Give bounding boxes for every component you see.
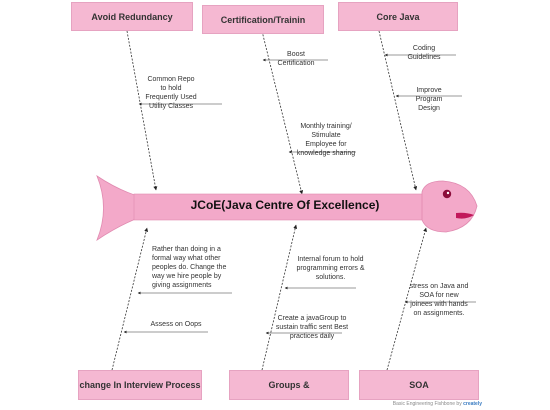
cause-boost-certification: Boost Certification (277, 51, 315, 67)
fish-spine (133, 193, 431, 221)
cause-monthly-training: Monthly training/ Stimulate Employee for… (296, 123, 356, 157)
bone-avoid-redundancy (126, 30, 158, 191)
cause-java-group: Create a javaGroup to sustain traffic se… (275, 315, 349, 340)
diagram-title: JCoE(Java Centre Of Excellence) (190, 198, 380, 212)
cause-assess-oops: Assess on Oops (150, 321, 202, 328)
category-certification: Certification/Trainin (202, 5, 324, 34)
fish-eye-highlight (446, 191, 450, 195)
cause-coding-guidelines: Coding Guidelines (407, 45, 441, 61)
fish-head (421, 180, 478, 233)
bone-interview (111, 227, 149, 371)
bone-groups (261, 224, 298, 371)
footer-text: Basic Engineering Fishbone by (392, 401, 462, 407)
fish-tail (96, 174, 139, 242)
cause-internal-forum: Internal forum to hold programming error… (296, 256, 365, 281)
category-core-java: Core Java (338, 2, 458, 31)
category-soa: SOA (359, 370, 479, 400)
cause-common-repo: Common Repo to hold Frequently Used Util… (145, 76, 197, 110)
bone-core-java (378, 30, 418, 191)
category-interview-process: change In Interview Process (78, 370, 202, 400)
fish-eye (442, 189, 452, 199)
category-avoid-redundancy: Avoid Redundancy (71, 2, 193, 31)
cause-stress-java: stress on Java and SOA for new joinees w… (409, 283, 469, 317)
footer-credit: Basic Engineering Fishbone by creately (393, 401, 482, 407)
bone-soa (386, 227, 427, 371)
category-groups: Groups & (229, 370, 349, 400)
creately-logo: creately (463, 401, 482, 407)
fish-mouth (456, 212, 474, 219)
cause-improve-design: Improve Program Design (415, 87, 443, 112)
cause-rather-than: Rather than doing in a formal way what o… (152, 246, 227, 289)
